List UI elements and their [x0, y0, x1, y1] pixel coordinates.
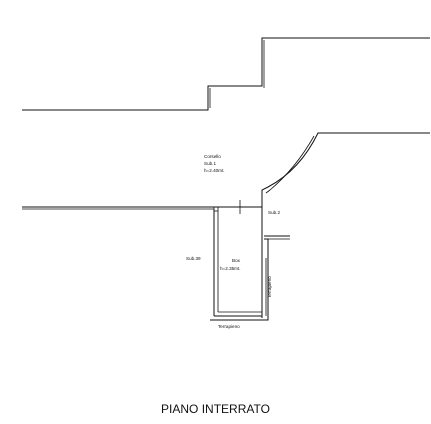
curved-ramp-wall	[261, 132, 430, 318]
plan-title: PIANO INTERRATO	[161, 402, 270, 416]
upper-stepped-wall	[22, 37, 430, 111]
box-walls	[213, 209, 262, 317]
box-height-label: h=2.35mt.	[220, 266, 241, 271]
corsello-label: Corsello	[204, 154, 221, 159]
terrapieno-bottom-label: Terrapieno	[218, 324, 240, 329]
right-walls	[210, 235, 290, 321]
sub39-label: Sub.39	[186, 256, 201, 261]
sub2-label: Sub.2	[268, 210, 280, 215]
corsello-sub-label: Sub.1	[204, 161, 216, 166]
corsello-height-label: h=2.40mt.	[204, 168, 225, 173]
box-label: Box	[232, 258, 241, 263]
main-horizontal-wall	[22, 200, 262, 214]
terrapieno-side-label: Terrapieno	[267, 276, 272, 298]
